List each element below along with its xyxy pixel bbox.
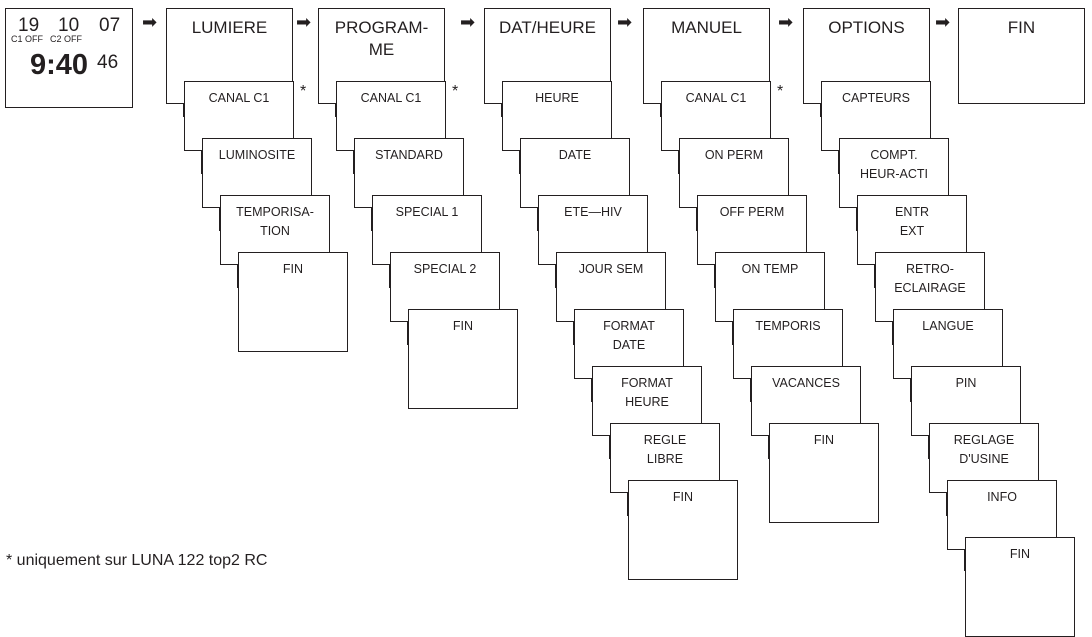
submenu-manuel-5-line: VACANCES <box>772 376 840 390</box>
display-day: 19 <box>18 15 40 36</box>
right-arrow-icon: ➡ <box>142 12 158 32</box>
menu-dat-heure-line: DAT/HEURE <box>499 18 596 37</box>
menu-fin: FIN <box>958 8 1085 104</box>
right-arrow-icon: ➡ <box>935 12 951 32</box>
menu-options-line: OPTIONS <box>828 18 905 37</box>
display-month: 10 <box>58 15 80 36</box>
submenu-lumiere-3: FIN <box>238 252 348 352</box>
footnote: * uniquement sur LUNA 122 top2 RC <box>6 552 268 569</box>
submenu-options-8-line: FIN <box>1009 547 1031 561</box>
submenu-dat-heure-3-line: JOUR SEM <box>578 262 644 276</box>
submenu-options-0-line: CAPTEURS <box>841 91 911 105</box>
submenu-lumiere-2-line: TEMPORISA- <box>236 205 314 219</box>
submenu-options-6-line: REGLAGE <box>953 433 1015 447</box>
submenu-options-3-line: RETRO- <box>906 262 954 276</box>
footnote-marker: * <box>452 83 459 100</box>
right-arrow-icon: ➡ <box>778 12 794 32</box>
submenu-options-3-line: ECLAIRAGE <box>894 280 966 295</box>
submenu-options-6-line: D'USINE <box>959 451 1009 466</box>
submenu-lumiere-1-line: LUMINOSITE <box>218 148 296 162</box>
submenu-options-5-line: PIN <box>955 376 977 390</box>
footnote-marker: * <box>300 83 307 100</box>
submenu-dat-heure-4-line: FORMAT <box>603 319 655 333</box>
display-year: 07 <box>99 15 121 36</box>
submenu-programme-3-line: SPECIAL 2 <box>413 262 477 276</box>
submenu-programme-4-line: FIN <box>452 319 474 333</box>
submenu-options-2-line: EXT <box>899 223 925 238</box>
submenu-dat-heure-7: FIN <box>628 480 738 580</box>
submenu-dat-heure-7-line: FIN <box>672 490 694 504</box>
submenu-programme-0-line: CANAL C1 <box>360 91 422 105</box>
submenu-manuel-6: FIN <box>769 423 879 523</box>
display-seconds: 46 <box>97 52 119 73</box>
right-arrow-icon: ➡ <box>460 12 476 32</box>
right-arrow-icon: ➡ <box>617 12 633 32</box>
submenu-manuel-1-line: ON PERM <box>704 148 764 162</box>
submenu-options-8: FIN <box>965 537 1075 637</box>
right-arrow-icon: ➡ <box>296 12 312 32</box>
submenu-lumiere-2-line: TION <box>260 223 290 238</box>
submenu-options-7-line: INFO <box>987 490 1017 504</box>
display-time: 9:40 <box>30 49 89 81</box>
submenu-programme-2-line: SPECIAL 1 <box>395 205 459 219</box>
submenu-dat-heure-1-line: DATE <box>558 148 592 162</box>
submenu-options-4-line: LANGUE <box>922 319 974 333</box>
submenu-dat-heure-6-line: REGLE <box>643 433 687 447</box>
submenu-manuel-6-line: FIN <box>813 433 835 447</box>
footnote-marker: * <box>777 83 784 100</box>
submenu-options-2-line: ENTR <box>894 205 930 219</box>
menu-programme-line: ME <box>368 40 395 60</box>
submenu-options-1-line: HEUR-ACTI <box>859 166 929 181</box>
submenu-manuel-2-line: OFF PERM <box>719 205 785 219</box>
submenu-lumiere-0-line: CANAL C1 <box>208 91 270 105</box>
device-display: 19 10 07 C1 OFF C2 OFF 9:40 46 <box>5 8 133 108</box>
submenu-manuel-4-line: TEMPORIS <box>755 319 821 333</box>
submenu-lumiere-3-line: FIN <box>282 262 304 276</box>
submenu-options-1-line: COMPT. <box>870 148 918 162</box>
menu-lumiere-line: LUMIERE <box>191 18 268 37</box>
menu-fin-line: FIN <box>1007 18 1036 37</box>
submenu-manuel-0-line: CANAL C1 <box>685 91 747 105</box>
submenu-dat-heure-0-line: HEURE <box>535 91 579 105</box>
display-status-c2: C2 OFF <box>50 34 83 44</box>
display-status-c1: C1 OFF <box>11 34 44 44</box>
submenu-dat-heure-4-line: DATE <box>612 337 646 352</box>
submenu-programme-4: FIN <box>408 309 518 409</box>
submenu-programme-1-line: STANDARD <box>375 148 443 162</box>
menu-programme-line: PROGRAM- <box>334 18 429 37</box>
submenu-dat-heure-6-line: LIBRE <box>646 451 684 466</box>
submenu-manuel-3-line: ON TEMP <box>741 262 799 276</box>
submenu-dat-heure-5-line: FORMAT <box>621 376 673 390</box>
submenu-dat-heure-5-line: HEURE <box>625 394 669 409</box>
menu-manuel-line: MANUEL <box>671 18 742 37</box>
submenu-dat-heure-2-line: ETE—HIV <box>564 205 622 219</box>
